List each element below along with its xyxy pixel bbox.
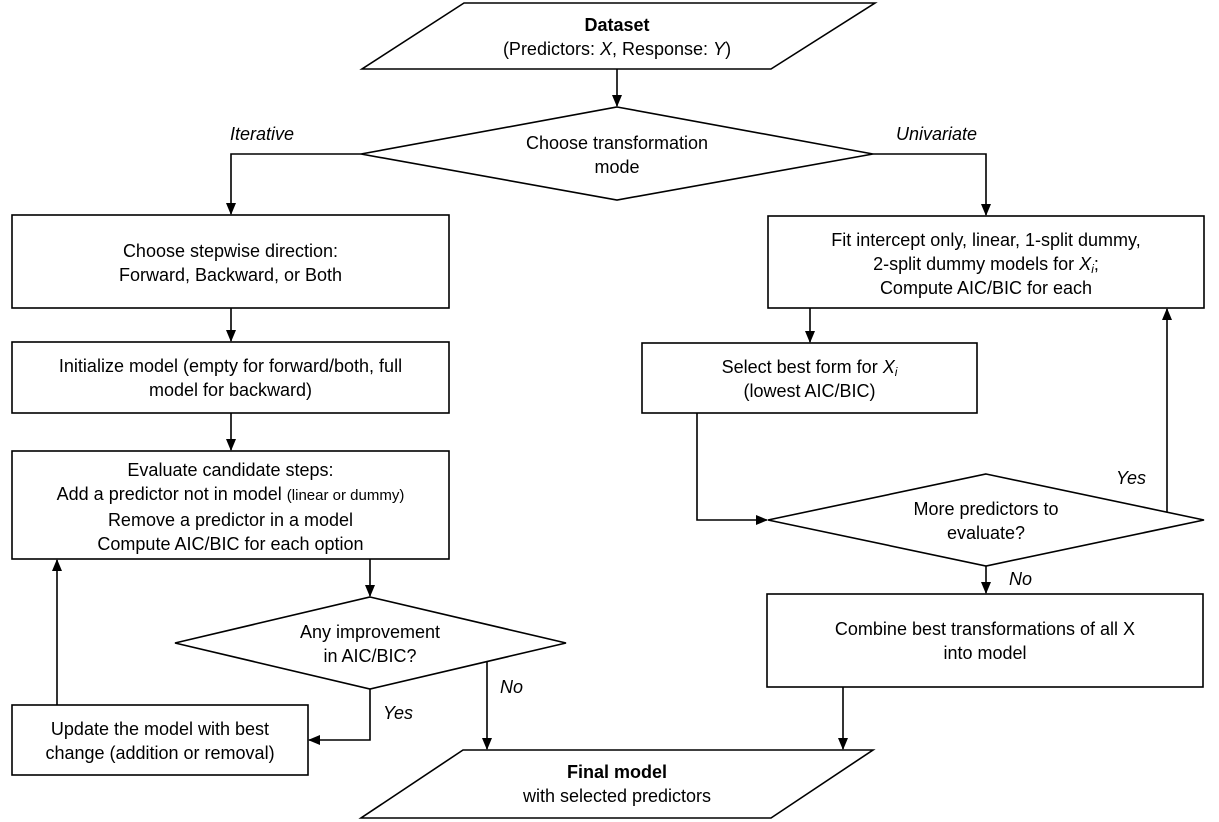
dataset-x-var: X	[599, 39, 612, 59]
improve-line2: in AIC/BIC?	[323, 646, 417, 666]
fit-line2-text: 2-split dummy models for	[873, 254, 1080, 274]
stepwise-line1: Choose stepwise direction:	[122, 241, 339, 261]
evaluate-label: Evaluate candidate steps: Add a predicto…	[12, 458, 449, 556]
improve-line1: Any improvement	[299, 622, 441, 642]
evaluate-line2-text: Add a predictor not in model	[56, 484, 287, 504]
combine-label: Combine best transformations of all X in…	[767, 617, 1203, 665]
dataset-subtitle: (Predictors: X, Response: Y)	[412, 37, 822, 61]
evaluate-steps-node	[11, 450, 450, 560]
init-label: Initialize model (empty for forward/both…	[12, 354, 449, 402]
mode-label: Choose transformation mode	[467, 131, 767, 179]
iterative-branch-label: Iterative	[230, 124, 295, 144]
stepwise-label: Choose stepwise direction: Forward, Back…	[12, 239, 449, 287]
evaluate-line2-note: (linear or dummy)	[286, 487, 405, 504]
final-title: Final model	[566, 762, 667, 782]
dataset-title: Dataset	[584, 15, 650, 35]
dataset-subtitle-suffix: )	[725, 39, 732, 59]
more-label: More predictors to evaluate?	[886, 497, 1086, 545]
fit-line1: Fit intercept only, linear, 1-split dumm…	[831, 230, 1141, 250]
dataset-node	[359, 2, 878, 70]
evaluate-line2: Add a predictor not in model (linear or …	[12, 482, 449, 508]
improve-yes-label: Yes	[383, 703, 414, 723]
fit-models-node	[767, 215, 1205, 309]
evaluate-line4: Compute AIC/BIC for each option	[97, 534, 364, 554]
mode-decision-node	[360, 106, 874, 201]
select-best-form-node	[641, 342, 978, 414]
initialize-model-node	[11, 341, 450, 414]
stepwise-line2: Forward, Backward, or Both	[118, 265, 343, 285]
improve-label: Any improvement in AIC/BIC?	[270, 620, 470, 668]
select-line1: Select best form for Xi	[642, 355, 977, 379]
more-line1: More predictors to	[913, 499, 1059, 519]
stepwise-direction-node	[11, 214, 450, 309]
improve-no-label: No	[500, 677, 524, 697]
final-label: Final model with selected predictors	[412, 760, 822, 808]
fit-line2: 2-split dummy models for Xi;	[768, 252, 1204, 276]
mode-line2: mode	[594, 157, 640, 177]
fit-var-subscript: i	[1091, 262, 1094, 276]
arrow-mode-to-univariate	[873, 153, 991, 216]
evaluate-line1: Evaluate candidate steps:	[127, 460, 334, 480]
init-line2: model for backward)	[148, 380, 313, 400]
update-line2: change (addition or removal)	[45, 743, 275, 763]
evaluate-line3: Remove a predictor in a model	[107, 510, 354, 530]
more-line2: evaluate?	[946, 523, 1026, 543]
final-model-node	[358, 749, 876, 819]
arrow-improve-yes-to-update	[308, 689, 371, 745]
dataset-y-var: Y	[713, 39, 726, 59]
select-line2: (lowest AIC/BIC)	[743, 381, 876, 401]
more-yes-label: Yes	[1116, 468, 1147, 488]
select-var-subscript: i	[894, 365, 898, 379]
fit-var: X	[1079, 254, 1092, 274]
init-line1: Initialize model (empty for forward/both…	[58, 356, 403, 376]
select-var: X	[882, 357, 895, 377]
fit-line3: Compute AIC/BIC for each	[879, 278, 1093, 298]
mode-line1: Choose transformation	[525, 133, 709, 153]
combine-line1: Combine best transformations of all X	[834, 619, 1136, 639]
update-label: Update the model with best change (addit…	[12, 717, 308, 765]
fit-line2-suffix: ;	[1093, 254, 1099, 274]
dataset-subtitle-mid: , Response:	[611, 39, 714, 59]
dataset-subtitle-prefix: (Predictors:	[502, 39, 600, 59]
update-line1: Update the model with best	[50, 719, 270, 739]
final-line2: with selected predictors	[522, 786, 712, 806]
select-line1-text: Select best form for	[721, 357, 883, 377]
combine-line2: into model	[943, 643, 1027, 663]
univariate-branch-label: Univariate	[896, 124, 978, 144]
combine-transformations-node	[766, 593, 1204, 688]
arrow-select-to-more	[696, 413, 768, 525]
dataset-label: Dataset (Predictors: X, Response: Y)	[412, 13, 822, 61]
select-label: Select best form for Xi (lowest AIC/BIC)	[642, 355, 977, 403]
arrow-mode-to-iterative	[226, 153, 361, 215]
more-no-label: No	[1009, 569, 1033, 589]
fit-label: Fit intercept only, linear, 1-split dumm…	[768, 228, 1204, 300]
